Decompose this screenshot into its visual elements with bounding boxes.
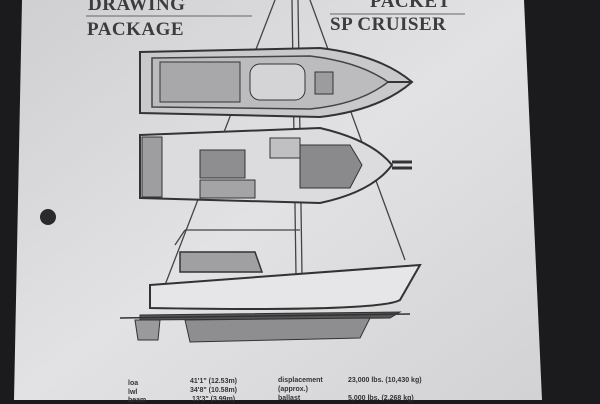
spec-value-ballast: 5,000 lbs. (2,268 kg) — [348, 395, 414, 402]
interior-plan-drawing — [139, 126, 412, 205]
spec-label-displacement: displacement — [278, 377, 323, 384]
spec-label-beam: beam — [128, 397, 147, 404]
header-model-name: SP CRUISER — [330, 14, 447, 35]
deck-plan-drawing — [139, 46, 414, 119]
punch-hole — [40, 209, 56, 225]
header-drawing: DRAWING — [88, 0, 186, 15]
spec-label-loa: loa — [128, 380, 139, 387]
spec-value-loa: 41'1" (12.53m) — [190, 378, 238, 385]
profile-drawing — [119, 251, 422, 343]
spec-label-ballast: ballast — [278, 395, 301, 402]
header-packet: PACKET — [370, 0, 451, 12]
spec-value-displacement: 23,000 lbs. (10,430 kg) — [348, 377, 422, 384]
header-package: PACKAGE — [87, 19, 185, 40]
spec-value-lwl: 34'8" (10.58m) — [190, 387, 238, 394]
spec-label-lwl: lwl — [128, 389, 138, 396]
spec-label-approx: (approx.) — [278, 386, 308, 393]
